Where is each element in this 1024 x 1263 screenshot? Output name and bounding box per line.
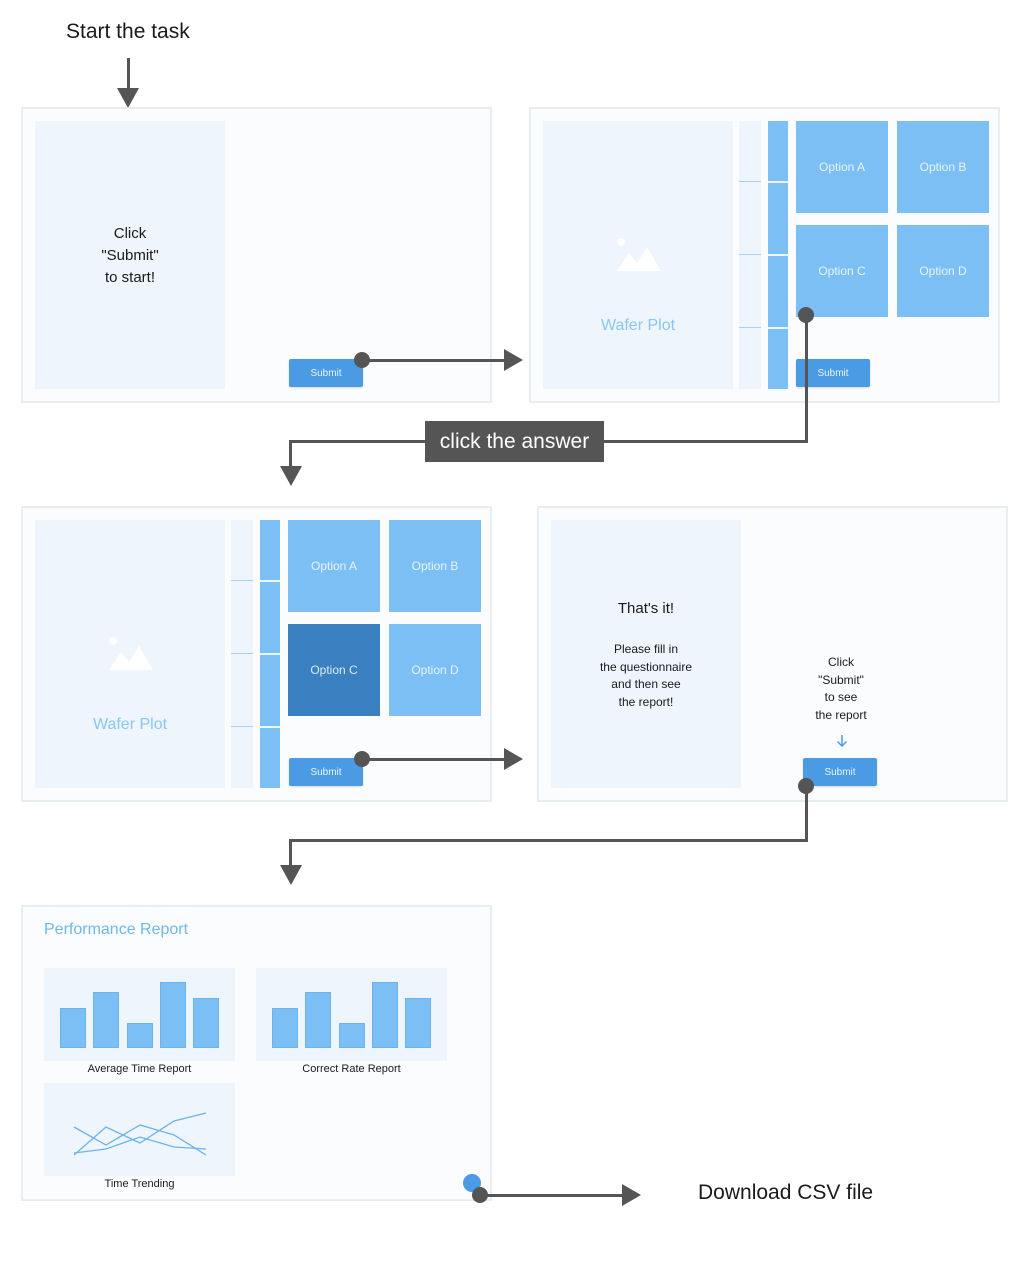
screen-finished: That's it! Please fill in the questionna… — [537, 506, 1008, 802]
correct-rate-caption: Correct Rate Report — [302, 1063, 401, 1075]
chart-bar — [93, 992, 119, 1048]
report-title: Performance Report — [44, 921, 189, 938]
chart-bar — [372, 982, 398, 1048]
submit-button[interactable]: Submit — [289, 359, 363, 387]
submit-button[interactable]: Submit — [289, 758, 363, 786]
arrow-right-icon — [504, 349, 523, 371]
connector-line — [364, 359, 506, 362]
option-a[interactable]: Option A — [288, 520, 380, 612]
option-c-selected[interactable]: Option C — [288, 624, 380, 716]
start-instruction: Click "Submit" to start! — [101, 225, 159, 286]
screen-answered: Wafer Plot Option A Option B Option C Op… — [21, 506, 492, 802]
connector-line — [482, 1194, 624, 1197]
download-label: Download CSV file — [698, 1181, 874, 1204]
time-trending-chart[interactable] — [44, 1083, 235, 1176]
arrow-right-icon — [504, 748, 523, 770]
chart-bar — [160, 982, 186, 1048]
chart-bar — [127, 1023, 153, 1048]
option-d[interactable]: Option D — [389, 624, 481, 716]
wafer-plot-panel — [35, 520, 225, 788]
report-instruction: Click "Submit" to see the report — [815, 655, 867, 722]
scroll-track — [739, 121, 761, 389]
trend-lines — [73, 1112, 207, 1156]
wafer-plot-label: Wafer Plot — [600, 317, 676, 334]
screen-question: Wafer Plot Option A Option B Option C Op… — [529, 107, 1000, 403]
connector-line — [805, 315, 808, 443]
arrow-down-icon — [117, 88, 139, 108]
submit-button[interactable]: Submit — [796, 359, 870, 387]
click-answer-label: click the answer — [425, 421, 604, 462]
option-d[interactable]: Option D — [897, 225, 989, 317]
image-icon — [109, 637, 153, 670]
connector-line — [364, 758, 506, 761]
connector-line — [289, 839, 292, 869]
arrow-down-icon — [280, 865, 302, 885]
option-b[interactable]: Option B — [389, 520, 481, 612]
start-label: Start the task — [66, 20, 190, 43]
connector-line — [289, 839, 808, 842]
option-c[interactable]: Option C — [796, 225, 888, 317]
chart-bar — [339, 1023, 365, 1048]
finish-heading: That's it! — [617, 600, 675, 617]
connector-dot — [354, 352, 370, 368]
chart-bar — [272, 1008, 298, 1048]
chart-bar — [405, 998, 431, 1048]
connector-line — [805, 786, 808, 842]
connector-line — [289, 440, 292, 470]
wafer-plot-panel — [543, 121, 733, 389]
image-icon — [617, 238, 661, 271]
connector-dot — [472, 1187, 488, 1203]
finish-panel — [551, 520, 741, 788]
option-b[interactable]: Option B — [897, 121, 989, 213]
chart-bar — [193, 998, 219, 1048]
option-a[interactable]: Option A — [796, 121, 888, 213]
screen-start: Click "Submit" to start! Submit — [21, 107, 492, 403]
time-trending-caption: Time Trending — [104, 1178, 175, 1190]
chart-bar — [60, 1008, 86, 1048]
instruction-panel — [35, 121, 225, 389]
screen-report: Performance Report Average Time Report C… — [21, 905, 492, 1201]
arrow-down-icon — [836, 735, 848, 748]
wafer-plot-label: Wafer Plot — [92, 716, 168, 733]
start-connector — [127, 58, 130, 92]
submit-button[interactable]: Submit — [803, 758, 877, 786]
average-time-caption: Average Time Report — [87, 1063, 192, 1075]
connector-dot — [354, 751, 370, 767]
arrow-right-icon — [622, 1184, 641, 1206]
arrow-down-icon — [280, 466, 302, 486]
correct-rate-chart[interactable] — [256, 968, 447, 1061]
chart-bar — [305, 992, 331, 1048]
average-time-chart[interactable] — [44, 968, 235, 1061]
scroll-track — [231, 520, 253, 788]
finish-body: Please fill in the questionnaire and the… — [599, 642, 693, 709]
